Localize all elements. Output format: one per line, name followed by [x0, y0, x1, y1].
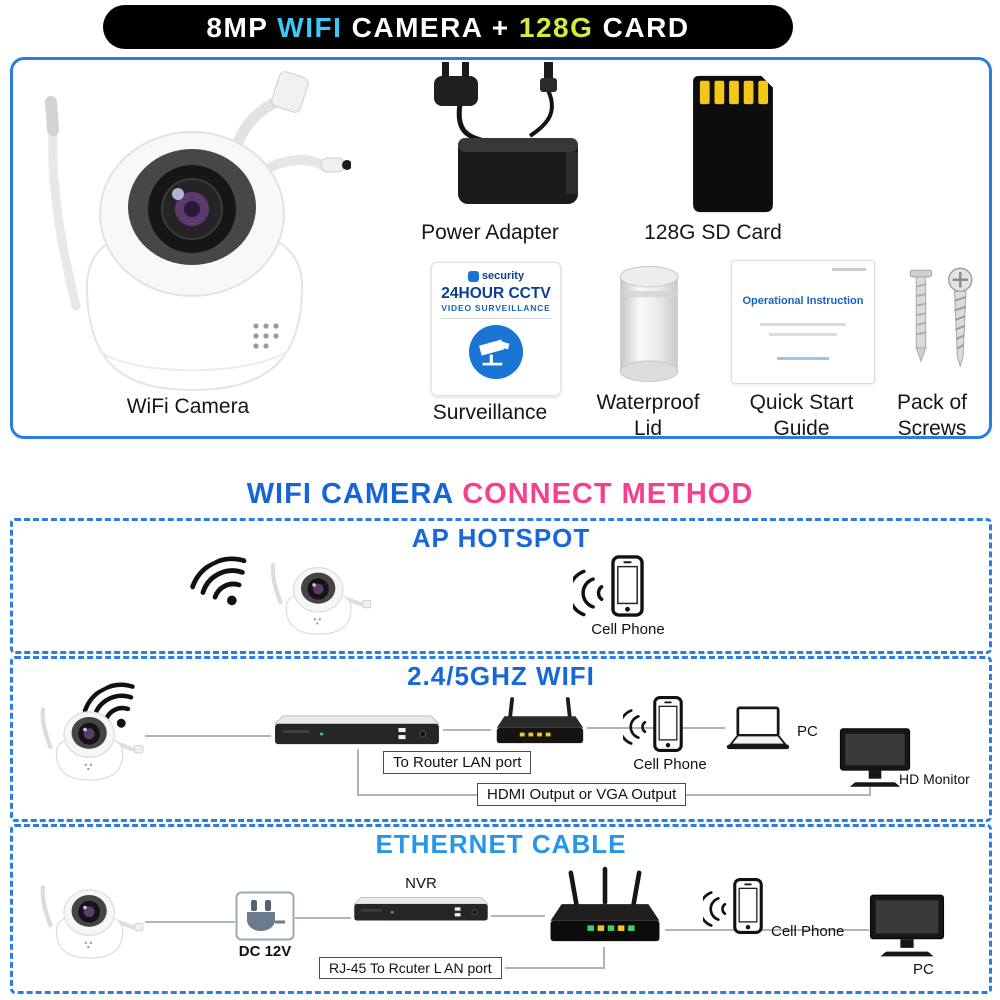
banner-seg-card: CARD	[593, 12, 690, 43]
heading-blue-part: WIFI CAMERA	[246, 478, 463, 510]
laptop-icon	[726, 706, 790, 750]
cell-phone-label: Cell Phone	[591, 621, 665, 638]
cable-line	[357, 749, 359, 794]
monitor-icon	[839, 728, 911, 787]
monitor-icon	[869, 894, 945, 957]
connect-method-heading: WIFI CAMERA CONNECT METHOD	[0, 478, 1000, 511]
cable-line	[145, 921, 235, 923]
waterproof-lid-icon	[619, 265, 679, 383]
wifi-waves-icon	[623, 709, 647, 745]
wifi-signal-icon	[190, 556, 247, 606]
cable-line	[603, 947, 605, 969]
ethernet-section: ETHERNET CABLE DC 12V NVR	[10, 824, 992, 994]
dc12v-label: DC 12V	[238, 943, 292, 960]
sd-card-icon	[693, 75, 773, 213]
wifi-section: 2.4/5GHZ WIFI	[10, 656, 992, 822]
surveillance-label: Surveillance	[432, 401, 548, 424]
screws-label: Pack of Screws	[896, 391, 968, 440]
cable-line	[665, 929, 869, 931]
wifi-camera-icon	[40, 885, 144, 959]
guide-decor-bar	[832, 268, 866, 271]
banner-seg-128g: 128G	[518, 12, 594, 43]
power-adapter-icon	[434, 62, 578, 204]
cctv-camera-icon	[469, 325, 523, 379]
pc-label: PC	[797, 723, 818, 740]
guide-text-line	[768, 333, 838, 336]
router-lan-tag: To Router LAN port	[383, 751, 532, 774]
surveillance-sticker: security 24HOUR CCTV VIDEO SURVEILLANCE	[431, 262, 561, 396]
brand-logo-icon	[467, 270, 479, 282]
hd-monitor-label: HD Monitor	[899, 771, 970, 787]
cell-phone-label: Cell Phone	[771, 923, 845, 940]
quick-start-label: Quick Start Guide	[749, 391, 854, 440]
wifi-camera-icon	[40, 707, 144, 781]
guide-text-line	[760, 323, 846, 326]
cable-line	[505, 967, 605, 969]
wifi-camera-label: WiFi Camera	[126, 395, 250, 418]
pc-label: PC	[913, 961, 934, 978]
cell-phone-label: Cell Phone	[633, 756, 707, 773]
router-icon	[496, 697, 584, 744]
cable-line	[443, 729, 491, 731]
power-adapter-label: Power Adapter	[421, 221, 559, 244]
brand-name: security	[481, 270, 525, 282]
router-icon	[550, 866, 660, 942]
cable-line	[869, 787, 871, 795]
waterproof-lid-label: Waterproof Lid	[596, 391, 700, 440]
sticker-line2: VIDEO SURVEILLANCE	[441, 303, 551, 313]
ethernet-section-title: ETHERNET CABLE	[375, 829, 627, 859]
wifi-camera-image	[45, 71, 351, 392]
cable-line	[295, 917, 351, 919]
nvr-icon	[273, 715, 441, 745]
sticker-line1: 24HOUR CCTV	[441, 285, 551, 302]
title-banner: 8MP WIFI CAMERA + 128G CARD	[103, 5, 793, 49]
cable-line	[491, 915, 545, 917]
ap-hotspot-section: AP HOTSPOT	[10, 518, 992, 654]
nvr-label: NVR	[405, 875, 437, 892]
sticker-brand-row: security	[432, 270, 560, 282]
package-contents-box: WiFi Camera Power Adapter	[10, 57, 992, 440]
quick-start-guide-card: Operational Instruction	[731, 260, 875, 384]
banner-seg-camera: CAMERA +	[342, 12, 519, 43]
wifi-waves-icon	[573, 569, 604, 617]
guide-text-line	[777, 357, 829, 360]
cell-phone-icon	[653, 695, 683, 753]
wifi-section-title: 2.4/5GHZ WIFI	[407, 661, 595, 691]
guide-title: Operational Instruction	[742, 295, 864, 307]
nvr-icon	[353, 897, 489, 921]
cell-phone-icon	[611, 555, 644, 617]
banner-seg-wifi: WIFI	[277, 12, 343, 43]
sd-card-label: 128G SD Card	[644, 221, 782, 244]
dc-power-icon	[235, 891, 295, 941]
wifi-camera-icon	[270, 563, 372, 635]
banner-seg-8mp: 8MP	[206, 12, 278, 43]
cable-line	[145, 735, 271, 737]
sticker-divider	[440, 318, 552, 319]
ap-hotspot-title: AP HOTSPOT	[411, 523, 591, 553]
heading-pink-part: CONNECT METHOD	[462, 478, 754, 510]
cell-phone-icon	[733, 877, 763, 935]
rj45-tag: RJ-45 To Rcuter L AN port	[319, 957, 502, 979]
screws-icon	[909, 267, 973, 368]
hdmi-output-tag: HDMI Output or VGA Output	[477, 783, 687, 806]
wifi-waves-icon	[703, 891, 727, 927]
